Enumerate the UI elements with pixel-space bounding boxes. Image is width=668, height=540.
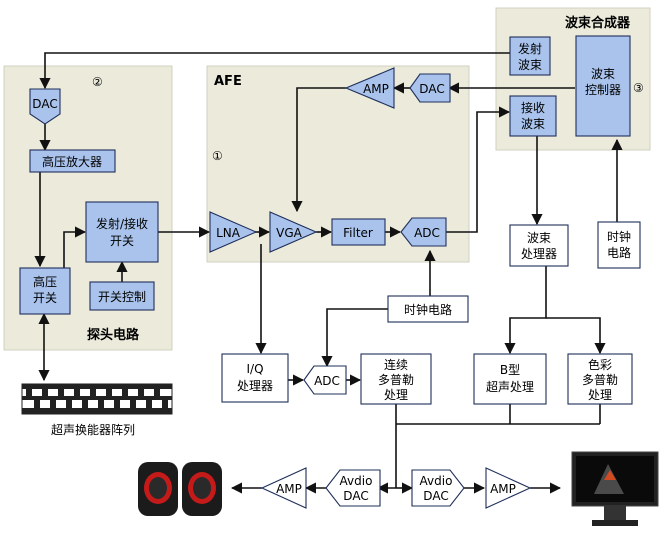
iq-processor-label-2: 处理器 — [237, 379, 273, 393]
audio-dac-right-label-2: DAC — [423, 489, 448, 503]
transducer-array: 超声换能器阵列 — [21, 383, 173, 437]
cw-doppler-label-3: 处理 — [384, 388, 408, 402]
tx-beam-label-2: 波束 — [518, 58, 542, 72]
hv-switch-label-1: 高压 — [33, 274, 57, 289]
afe-title: AFE — [214, 74, 242, 89]
beam-controller-label-2: 控制器 — [585, 83, 621, 97]
clock-right-label-2: 电路 — [607, 245, 631, 260]
iq-processor-label-1: I/Q — [246, 362, 263, 376]
tx-rx-switch-block: 发射/接收 开关 — [85, 201, 159, 263]
amp-right-block: AMP — [485, 467, 532, 509]
beam-controller-label-1: 波束 — [591, 67, 615, 81]
beam-processor-label-1: 波束 — [527, 231, 551, 245]
bmode-label-1: B型 — [500, 363, 520, 377]
color-doppler-label-1: 色彩 — [588, 358, 612, 372]
filter-label: Filter — [343, 226, 373, 240]
afe-adc-label: ADC — [414, 226, 440, 240]
marker-1: ① — [212, 149, 223, 163]
amp-left-block: AMP — [260, 467, 307, 509]
lna-label: LNA — [216, 226, 241, 240]
tx-beam-block: 发射 波束 — [509, 36, 551, 76]
probe-dac-label: DAC — [32, 97, 57, 111]
amp-left-label: AMP — [276, 482, 302, 496]
beam-controller-block: 波束 控制器 — [575, 35, 631, 137]
hv-switch-label-2: 开关 — [33, 291, 57, 305]
bmode-label-2: 超声处理 — [486, 379, 534, 394]
audio-dac-right-label-1: Avdio — [420, 474, 453, 488]
afe-dac-block: DAC — [409, 73, 451, 103]
switch-control-block: 开关控制 — [89, 281, 155, 311]
tx-rx-switch-label-1: 发射/接收 — [96, 216, 148, 231]
beamformer-title: 波束合成器 — [565, 15, 631, 31]
bmode-block: B型 超声处理 — [473, 353, 547, 405]
clock-right-label-1: 时钟 — [607, 229, 631, 244]
marker-2: ② — [92, 75, 103, 89]
vga-block: VGA — [269, 211, 318, 253]
probe-dac-block: DAC — [29, 88, 61, 125]
marker-3: ③ — [633, 81, 644, 95]
tx-rx-switch-label-2: 开关 — [110, 234, 134, 248]
audio-dac-right-block: Avdio DAC — [411, 469, 465, 507]
color-doppler-block: 色彩 多普勒 处理 — [567, 353, 633, 405]
vga-label: VGA — [276, 226, 303, 240]
clock-mid-label: 时钟电路 — [404, 302, 452, 317]
afe-dac-label: DAC — [419, 82, 444, 96]
monitor-icon — [571, 451, 659, 526]
mid-adc-block: ADC — [303, 365, 347, 395]
audio-dac-left-label-2: DAC — [343, 489, 368, 503]
probe-circuit-title: 探头电路 — [87, 327, 140, 343]
rx-beam-label-2: 波束 — [521, 117, 545, 131]
connections — [34, 52, 623, 494]
color-doppler-label-2: 多普勒 — [582, 373, 618, 387]
iq-processor-block: I/Q 处理器 — [221, 353, 289, 403]
cw-doppler-block: 连续 多普勒 处理 — [360, 353, 432, 405]
tx-beam-label-1: 发射 — [518, 41, 542, 56]
clock-mid-block: 时钟电路 — [387, 295, 469, 323]
filter-block: Filter — [331, 218, 386, 246]
transducer-label: 超声换能器阵列 — [51, 422, 135, 437]
amp-right-label: AMP — [490, 482, 516, 496]
rx-beam-block: 接收 波束 — [509, 95, 557, 137]
clock-right-block: 时钟 电路 — [597, 221, 641, 269]
afe-amp-label: AMP — [363, 82, 389, 96]
cw-doppler-label-1: 连续 — [384, 357, 408, 372]
lna-block: LNA — [209, 211, 258, 253]
cw-doppler-label-2: 多普勒 — [378, 373, 414, 387]
hv-switch-block: 高压 开关 — [19, 267, 71, 315]
beam-processor-block: 波束 处理器 — [509, 224, 569, 267]
rx-beam-label-1: 接收 — [521, 100, 545, 115]
hv-amplifier-label: 高压放大器 — [42, 154, 102, 169]
beam-processor-label-2: 处理器 — [521, 247, 557, 261]
switch-control-label: 开关控制 — [98, 290, 146, 304]
hv-amplifier-block: 高压放大器 — [29, 149, 116, 173]
audio-dac-left-block: Avdio DAC — [325, 469, 381, 507]
speaker-icon — [138, 462, 222, 516]
afe-adc-block: ADC — [400, 217, 447, 247]
audio-dac-left-label-1: Avdio — [340, 474, 373, 488]
afe-amp-block: AMP — [344, 67, 395, 109]
color-doppler-label-3: 处理 — [588, 388, 612, 402]
mid-adc-label: ADC — [314, 374, 340, 388]
